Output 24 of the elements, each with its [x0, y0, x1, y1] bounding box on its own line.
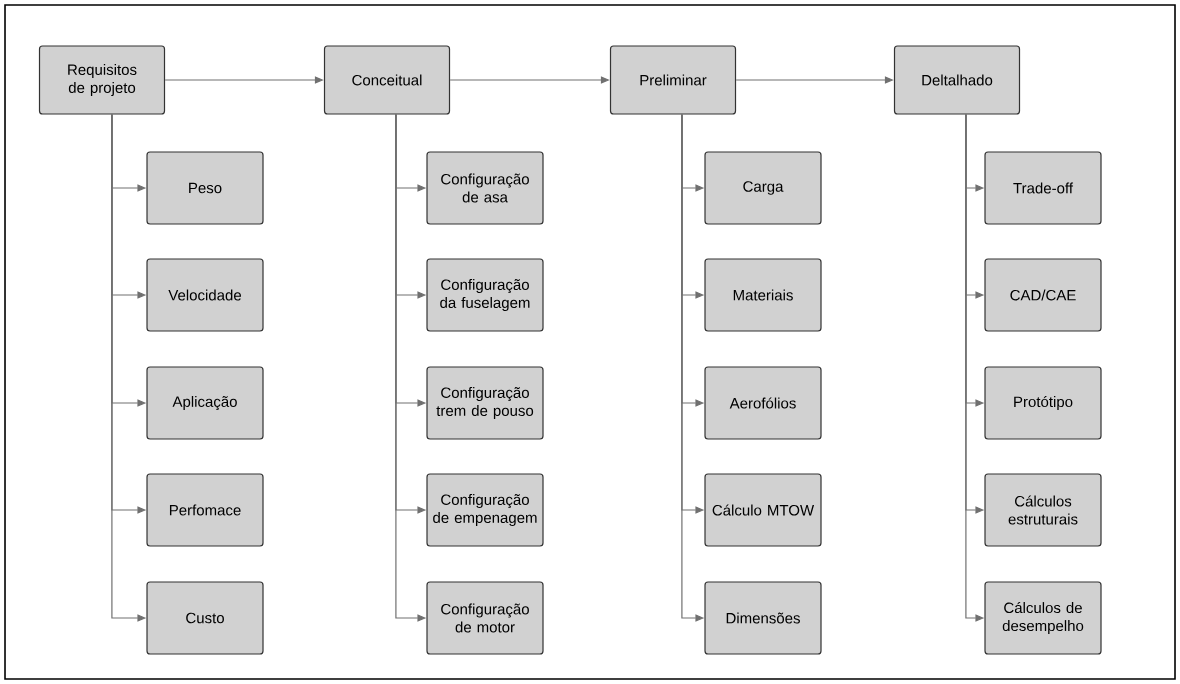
- process-box: Configuração de empenagem: [426, 473, 544, 547]
- process-box: Materiais: [704, 258, 822, 332]
- process-box: Trade-off: [984, 151, 1102, 225]
- process-box: Cálculos de desempelho: [984, 581, 1102, 655]
- process-box: CAD/CAE: [984, 258, 1102, 332]
- process-box: Aerofólios: [704, 366, 822, 440]
- process-box: Cálculo MTOW: [704, 473, 822, 547]
- process-box: Deltalhado: [893, 45, 1021, 115]
- process-box: Custo: [146, 581, 264, 655]
- process-box: Configuração trem de pouso: [426, 366, 544, 440]
- process-box: Preliminar: [609, 45, 737, 115]
- process-box: Velocidade: [146, 258, 264, 332]
- process-box: Protótipo: [984, 366, 1102, 440]
- process-box: Conceitual: [323, 45, 451, 115]
- process-box: Perfomace: [146, 473, 264, 547]
- process-box: Cálculos estruturais: [984, 473, 1102, 547]
- process-box: Aplicação: [146, 366, 264, 440]
- process-box: Requisitos de projeto: [38, 45, 166, 115]
- process-box: Configuração da fuselagem: [426, 258, 544, 332]
- process-box: Dimensões: [704, 581, 822, 655]
- process-box: Peso: [146, 151, 264, 225]
- process-box: Configuração de motor: [426, 581, 544, 655]
- process-box: Carga: [704, 151, 822, 225]
- process-box: Configuração de asa: [426, 151, 544, 225]
